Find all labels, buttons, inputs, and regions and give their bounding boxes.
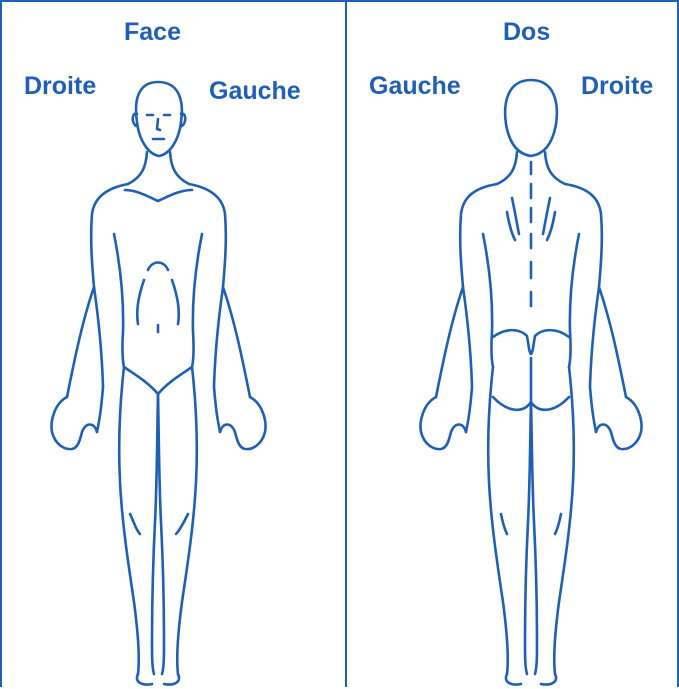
back-view-panel: Dos Gauche Droite: [346, 0, 679, 687]
front-body-outline: [2, 2, 348, 689]
back-body-outline: [347, 2, 679, 689]
front-view-panel: Face Droite Gauche: [0, 0, 346, 687]
